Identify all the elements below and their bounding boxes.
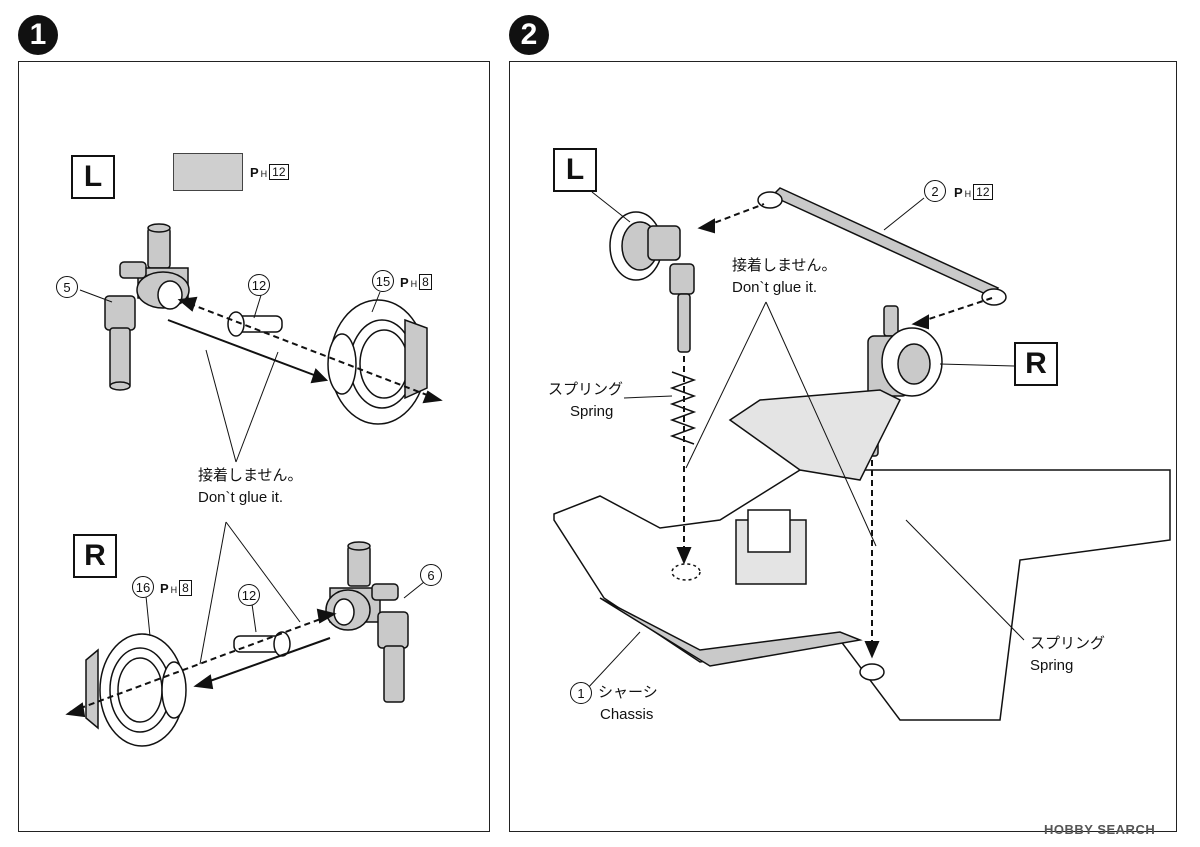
part-number-16: 16	[132, 576, 154, 598]
no-glue-note-en: Don`t glue it.	[198, 489, 284, 506]
spring-right-label-jp: スプリング	[1030, 635, 1106, 652]
no-glue-note-jp: 接着しません。	[198, 467, 303, 484]
part-number-6: 6	[420, 564, 442, 586]
tie-rod-part-2	[757, 187, 1007, 306]
brake-disc-part-15	[327, 299, 428, 425]
spring-left-label-jp: スプリング	[548, 381, 624, 398]
part-number-12-bottom: 12	[238, 584, 260, 606]
right-hub-label: R	[1014, 342, 1058, 386]
part-number-5: 5	[56, 276, 78, 298]
step-2-badge: 2	[509, 15, 549, 55]
knuckle-part-6	[325, 541, 409, 703]
chassis-label-jp: シャーシ	[598, 684, 658, 701]
step-1-badge: 1	[18, 15, 58, 55]
pin-part-12-top	[227, 311, 283, 337]
paint-color-swatch	[173, 153, 243, 191]
watermark: HOBBY SEARCH	[1044, 822, 1156, 837]
part-number-1: 1	[570, 682, 592, 704]
hub-left	[609, 211, 695, 353]
chassis-label-en: Chassis	[600, 706, 654, 723]
left-hub-label: L	[553, 148, 597, 192]
no-glue-note-2-jp: 接着しません。	[732, 257, 837, 274]
no-glue-note-2-en: Don`t glue it.	[732, 279, 818, 296]
pin-part-12-bottom	[233, 631, 291, 657]
brake-disc-part-16	[85, 633, 187, 747]
part-number-2: 2	[924, 180, 946, 202]
left-side-label: L	[71, 155, 115, 199]
knuckle-part-5	[104, 223, 190, 391]
part-number-12-top: 12	[248, 274, 270, 296]
part-number-15: 15	[372, 270, 394, 292]
spring-left-label-en: Spring	[570, 403, 614, 420]
chassis-part-1	[553, 389, 1171, 721]
spring-right-label-en: Spring	[1030, 657, 1074, 674]
right-side-label: R	[73, 534, 117, 578]
